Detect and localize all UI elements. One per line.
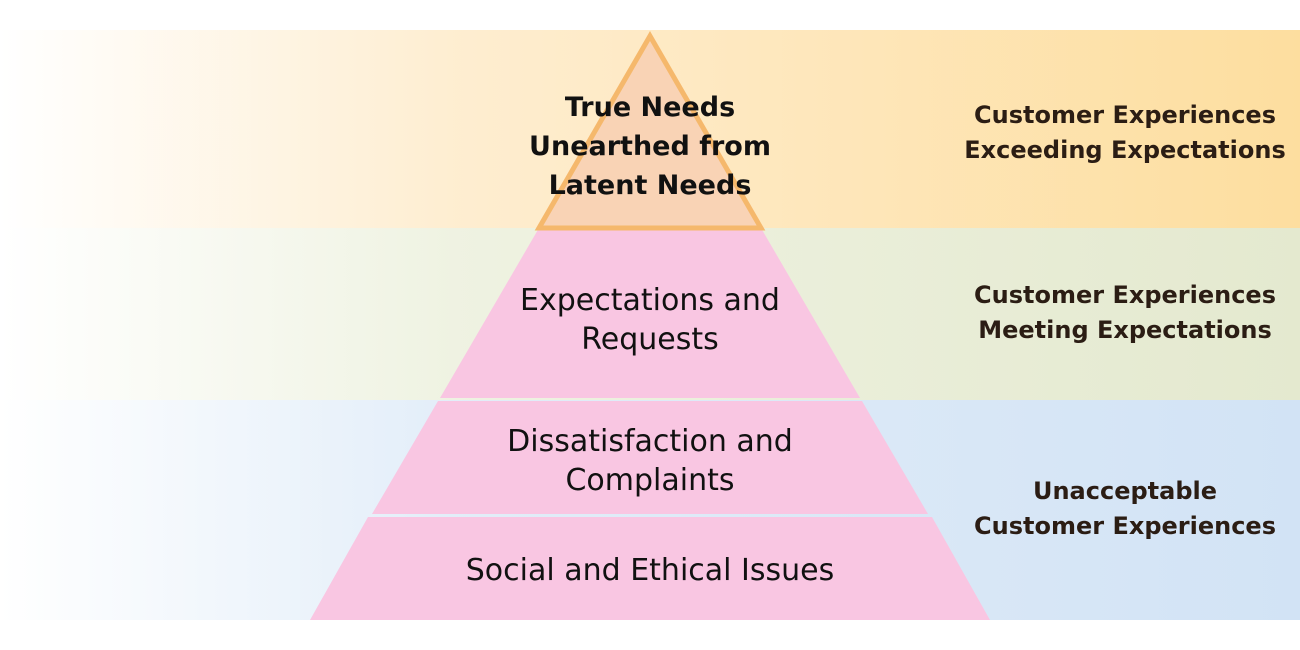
level-true-needs-label: True Needs Unearthed from Latent Needs	[500, 88, 800, 205]
side-label-exceeding-expectations: Customer Experiences Exceeding Expectati…	[960, 98, 1290, 168]
pyramid-tier-social-ethical	[310, 517, 990, 620]
side-label-unacceptable-line-2: Customer Experiences	[974, 511, 1276, 540]
side-label-unacceptable: Unacceptable Customer Experiences	[960, 474, 1290, 544]
level-dissatisfaction-line-1: Dissatisfaction and	[507, 424, 793, 459]
level-dissatisfaction-line-2: Complaints	[565, 463, 735, 498]
level-social-ethical-line-1: Social and Ethical Issues	[465, 553, 835, 588]
pyramid-tier-dissatisfaction	[372, 401, 928, 514]
level-expectations-line-2: Requests	[581, 322, 719, 357]
side-label-meeting-line-2: Meeting Expectations	[978, 315, 1272, 344]
level-true-needs-line-2: Unearthed from	[529, 131, 771, 163]
level-expectations-label: Expectations and Requests	[450, 281, 850, 359]
side-label-unacceptable-line-1: Unacceptable	[1032, 477, 1218, 505]
side-label-exceeding-line-1: Customer Experiences	[974, 101, 1276, 129]
level-dissatisfaction-label: Dissatisfaction and Complaints	[420, 422, 880, 500]
pyramid-tier-true-needs	[534, 31, 766, 231]
level-expectations-line-1: Expectations and	[520, 283, 780, 318]
side-label-meeting-expectations: Customer Experiences Meeting Expectation…	[960, 278, 1290, 348]
level-social-ethical-label: Social and Ethical Issues	[400, 551, 900, 590]
pyramid-tier-expectations	[440, 228, 860, 398]
side-label-exceeding-line-2: Exceeding Expectations	[964, 135, 1286, 164]
level-true-needs-line-3: Latent Needs	[548, 170, 752, 202]
side-label-meeting-line-1: Customer Experiences	[974, 281, 1276, 309]
level-true-needs-line-1: True Needs	[564, 92, 736, 123]
